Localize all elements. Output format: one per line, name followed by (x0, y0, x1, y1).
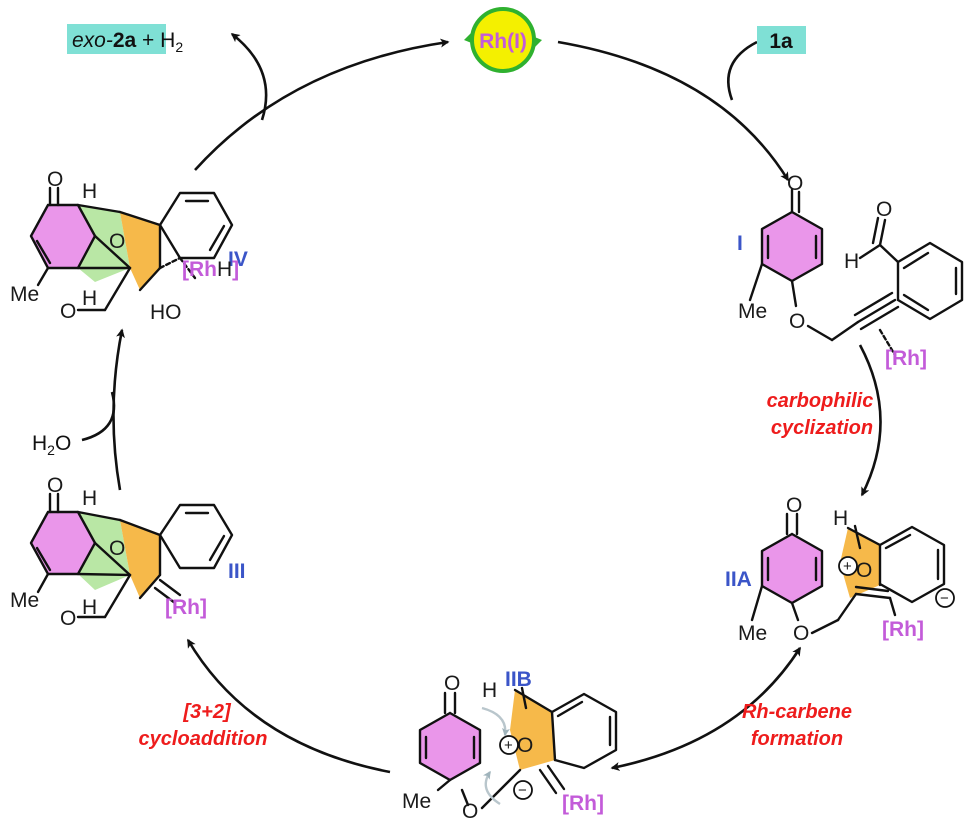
svg-text:Me: Me (738, 300, 767, 323)
svg-text:H2O: H2O (32, 432, 71, 458)
label-intermediate-III: III (228, 560, 246, 583)
label-intermediate-IIA: IIA (725, 568, 752, 591)
water-label: H2O (32, 432, 71, 458)
intermediate-I-structure: O Me O [Rh] O H (738, 172, 964, 370)
svg-text:exo-2a + H2: exo-2a + H2 (72, 29, 183, 55)
arrow-IIA-IIB (610, 646, 802, 771)
svg-text:H: H (82, 596, 97, 619)
svg-text:Rh-carbene: Rh-carbene (742, 701, 852, 723)
svg-text:O: O (109, 230, 125, 253)
intermediate-IV-structure: O H H Me O O HO [RhH] (10, 168, 239, 324)
svg-text:carbophilic: carbophilic (767, 390, 874, 412)
svg-text:O: O (786, 494, 802, 517)
svg-text:H: H (833, 507, 848, 530)
svg-text:H: H (82, 180, 97, 203)
svg-text:O: O (876, 198, 892, 221)
arrow-iv-to-rh (194, 38, 450, 171)
step-3-2-cycloaddition: [3+2] cycloaddition (139, 701, 268, 750)
label-intermediate-IIB: IIB (505, 668, 532, 691)
svg-text:cycloaddition: cycloaddition (139, 728, 268, 750)
svg-text:O: O (47, 474, 63, 497)
svg-text:O: O (789, 310, 805, 333)
svg-text:−: − (940, 590, 949, 607)
svg-text:[Rh]: [Rh] (885, 347, 927, 370)
label-intermediate-I: I (737, 232, 743, 255)
svg-text:[Rh]: [Rh] (882, 618, 924, 641)
svg-text:HO: HO (150, 301, 182, 324)
product-exo-2a: exo-2a + H2 (67, 24, 183, 55)
product-bold: 2a (113, 29, 137, 52)
svg-text:+: + (843, 558, 852, 575)
catalyst-label: Rh(I) (479, 30, 527, 53)
svg-text:formation: formation (751, 728, 843, 750)
intermediate-IIA-structure: O Me O O + H [Rh] − (738, 494, 955, 645)
svg-text:H: H (82, 287, 97, 310)
svg-text:[RhH]: [RhH] (182, 258, 239, 281)
arrow-1a-in (727, 40, 758, 101)
label-intermediate-IV: IV (228, 248, 248, 271)
product-prefix: exo- (72, 29, 113, 52)
svg-text:O: O (60, 300, 76, 323)
svg-text:O: O (60, 607, 76, 630)
svg-text:H: H (482, 679, 497, 702)
svg-text:Me: Me (402, 790, 431, 813)
reagent-label: 1a (769, 30, 793, 53)
catalyst-rh-i: Rh(I) (464, 7, 542, 73)
product-suffix: + H (136, 29, 175, 52)
svg-text:O: O (856, 559, 872, 582)
svg-text:O: O (517, 734, 533, 757)
svg-text:O: O (109, 537, 125, 560)
step-rh-carbene-formation: Rh-carbene formation (742, 701, 852, 750)
svg-text:O: O (787, 172, 803, 195)
svg-text:Me: Me (10, 283, 39, 306)
reagent-1a: 1a (757, 26, 806, 54)
product-sub: 2 (175, 39, 183, 55)
svg-text:[Rh]: [Rh] (562, 792, 604, 815)
svg-text:+: + (504, 737, 513, 754)
intermediate-IIB-structure: O Me O H O + [Rh] − (402, 672, 618, 823)
svg-text:O: O (462, 800, 478, 823)
svg-text:cyclization: cyclization (771, 417, 873, 439)
arrow-water-in (81, 391, 116, 442)
arrow-product-release (230, 32, 268, 121)
intermediate-III-structure: O H H Me O O [Rh] (10, 474, 234, 630)
arrow-rh-to-I (557, 40, 790, 182)
svg-text:H: H (82, 487, 97, 510)
svg-text:−: − (518, 782, 527, 799)
svg-text:O: O (444, 672, 460, 695)
step-carbophilic-cyclization: carbophilic cyclization (767, 390, 874, 439)
svg-text:[3+2]: [3+2] (182, 701, 232, 723)
svg-text:O: O (793, 622, 809, 645)
arrow-I-to-IIA (858, 344, 882, 497)
svg-text:Me: Me (738, 622, 767, 645)
arrow-IIB-to-III (186, 638, 391, 774)
svg-text:H: H (844, 250, 859, 273)
svg-text:[Rh]: [Rh] (165, 596, 207, 619)
svg-text:O: O (47, 168, 63, 191)
svg-text:Me: Me (10, 589, 39, 612)
